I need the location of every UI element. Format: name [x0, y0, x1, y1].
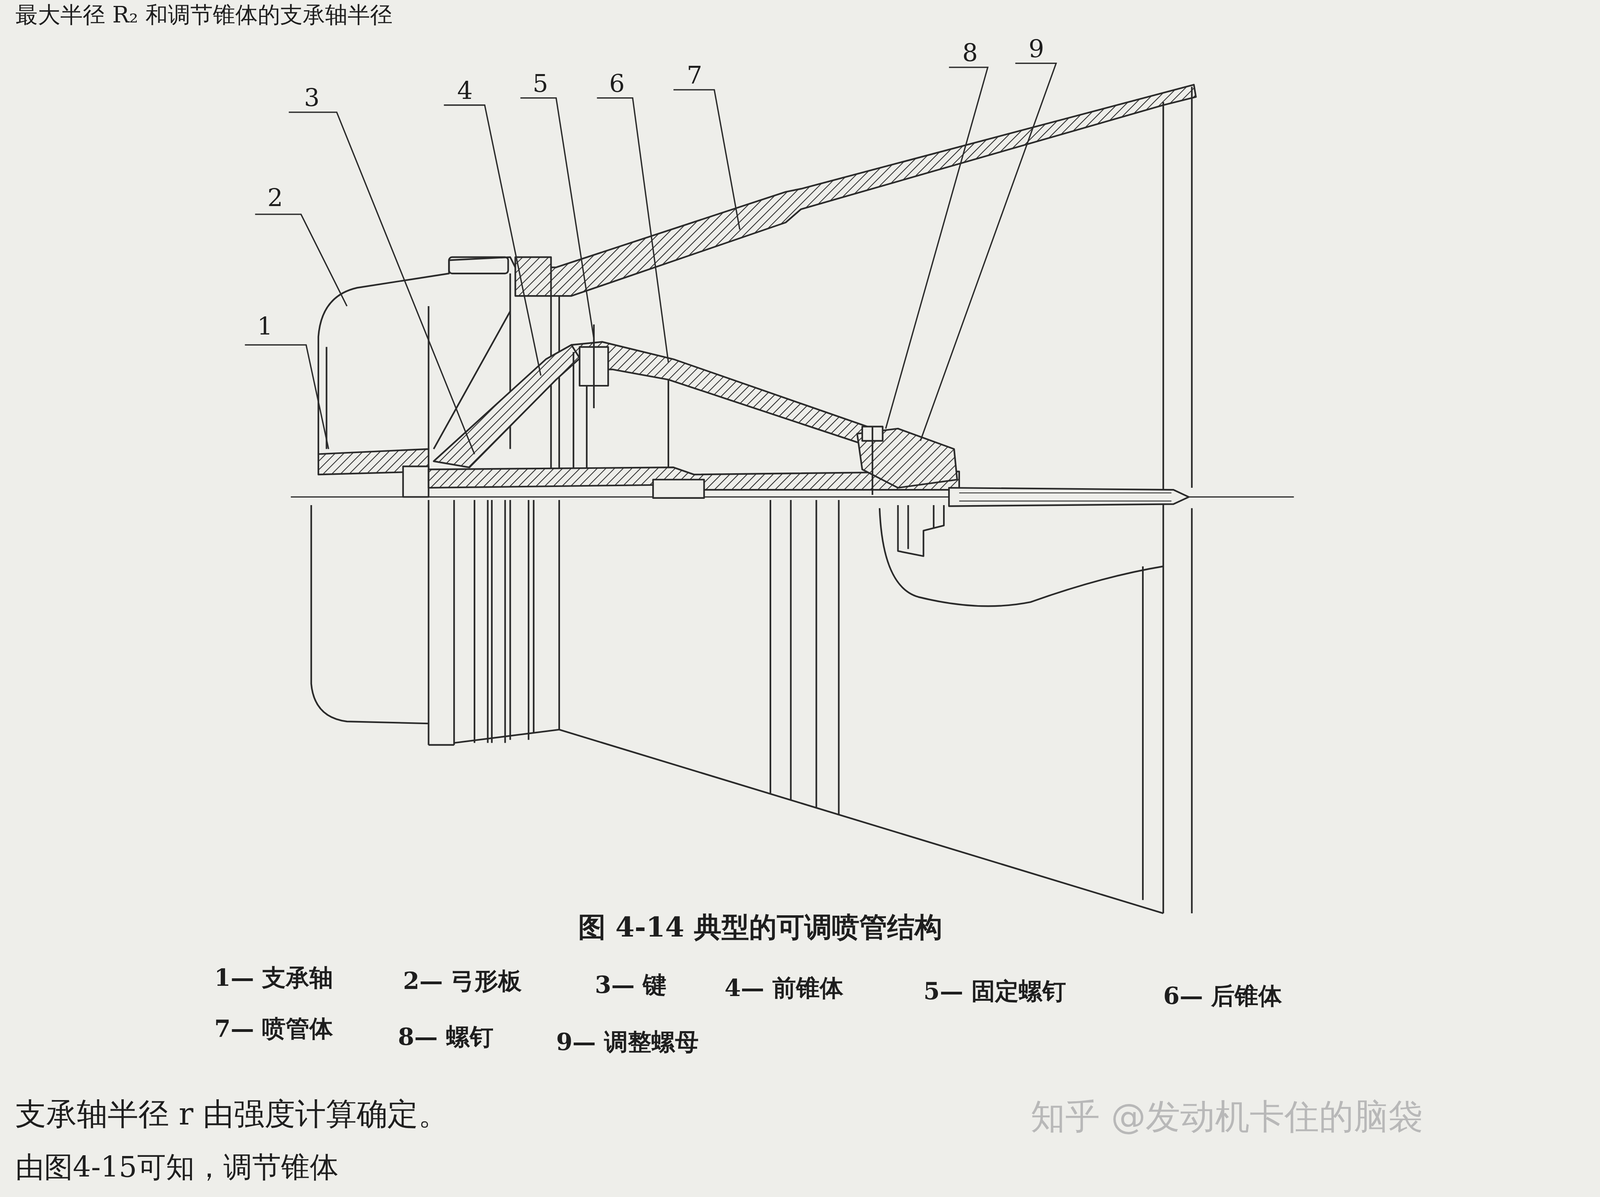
leader-line [254, 214, 347, 307]
callout-number: 4 [457, 76, 473, 105]
leader-line [288, 112, 475, 455]
part-list-item: 8— 螺钉 [398, 1023, 494, 1051]
part-list-item: 5— 固定螺钉 [923, 977, 1067, 1005]
callout-number: 7 [686, 61, 703, 90]
part-list-item: 6— 后锥体 [1163, 982, 1283, 1010]
rear-cone [571, 342, 888, 450]
part-list-item: 7— 喷管体 [214, 1015, 334, 1042]
body-text: 由图4-15可知，调节锥体 [15, 1151, 339, 1184]
part-list-item: 9— 调整螺母 [556, 1028, 699, 1056]
callout-number: 9 [1028, 34, 1045, 63]
leader-line [244, 344, 329, 449]
front-cone [433, 344, 587, 468]
part-list-item: 1— 支承轴 [214, 964, 334, 992]
watermark: 知乎 @发动机卡住的脑袋 [1030, 1096, 1424, 1137]
leader-line [443, 105, 541, 376]
nozzle-drawing [290, 84, 1294, 914]
callout-number: 8 [962, 38, 979, 67]
part-list-item: 3— 键 [595, 971, 667, 999]
part-list-item: 4— 前锥体 [724, 974, 844, 1002]
callout-number: 5 [532, 69, 549, 98]
leader-line [885, 67, 988, 429]
callout-number: 1 [257, 312, 274, 341]
leader-lines [244, 63, 1056, 455]
leader-line [673, 89, 740, 230]
leader-line [520, 98, 594, 339]
leader-line [597, 98, 669, 363]
nozzle-wall [525, 84, 1196, 296]
callout-number: 6 [609, 69, 626, 98]
callout-number: 3 [304, 83, 320, 112]
callout-number: 2 [267, 183, 283, 212]
leader-line [920, 63, 1057, 441]
running-text: 最大半径 R₂ 和调节锥体的支承轴半径 [15, 1, 393, 28]
body-text: 支承轴半径 r 由强度计算确定。 [15, 1096, 450, 1132]
part-list-item: 2— 弓形板 [403, 967, 523, 995]
figure-caption: 图 4-14 典型的可调喷管结构 [578, 911, 943, 943]
